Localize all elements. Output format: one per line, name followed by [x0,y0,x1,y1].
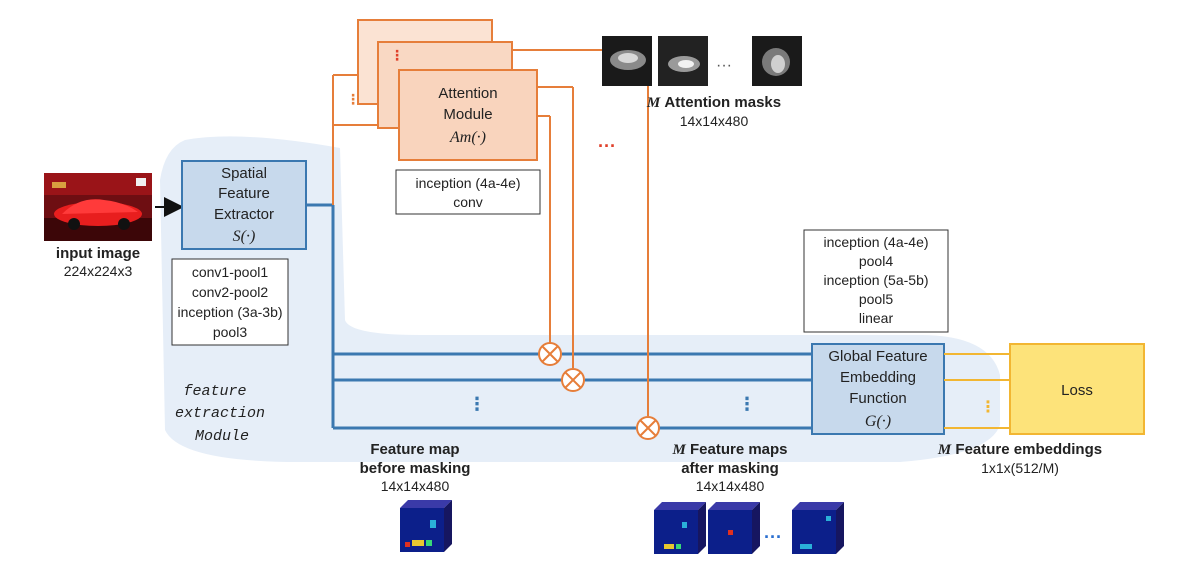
global-embedding-func: G(·) [865,413,891,430]
feature-maps-after-size: 14x14x480 [696,478,765,494]
global-layer-5: linear [859,310,894,326]
multiply-node-2 [561,368,585,392]
loss-box [1009,343,1145,435]
spatial-layer-2: conv2-pool2 [192,284,268,300]
spatial-layer-3: inception (3a-3b) [177,304,282,320]
global-layer-1: inception (4a-4e) [823,234,928,250]
attention-stack-dots: ⋮ [390,47,404,63]
global-embedding-line1: Global Feature [828,348,927,365]
spatial-extractor-line1: Spatial [221,165,267,182]
input-image-label: input image [56,245,140,262]
feature-map-after-ellipsis: ··· [764,527,782,547]
attention-line1: Attention [438,85,497,102]
feature-extraction-module-label-2: extraction [175,405,265,422]
feature-map-before-cube [400,500,452,552]
attention-masks-label: M Attention masks [646,94,781,111]
spatial-extractor-func: S(·) [233,228,256,245]
attention-line2: Module [443,106,492,123]
attention-layer-1: inception (4a-4e) [415,175,520,191]
spatial-layer-4: pool3 [213,324,247,340]
orange-connections [332,49,649,416]
attention-layers-box [395,169,541,215]
blue-dots-right: ⋮ [738,394,756,414]
feature-embeddings-size: 1x1x(512/M) [981,460,1059,476]
feature-maps-after-line1: M Feature maps [671,441,787,458]
spatial-layer-1: conv1-pool1 [192,264,268,280]
blue-connections [306,203,812,430]
loss-label: Loss [1061,382,1093,399]
feature-map-after-cube-3 [792,502,844,554]
feature-map-before-size: 14x14x480 [381,478,450,494]
feature-map-before-line2: before masking [360,460,471,477]
yellow-connections [944,353,1010,429]
attention-module-stack [357,19,538,161]
feature-map-after-cube-1 [654,502,706,554]
feature-map-before-line1: Feature map [370,441,459,458]
attention-mask-ellipsis: ··· [716,57,732,74]
spatial-extractor-line3: Extractor [214,206,274,223]
global-layer-2: pool4 [859,253,893,269]
feature-extraction-module-label-3: Module [195,428,249,445]
global-embedding-box [811,343,945,435]
global-embedding-layers-box [803,229,949,333]
global-layer-4: pool5 [859,291,893,307]
attention-mask-1 [602,36,652,86]
attention-masks-size: 14x14x480 [680,113,749,129]
feature-maps-after-line2: after masking [681,460,779,477]
input-image [44,173,152,241]
feature-extraction-module-label-1: feature [183,383,246,400]
blue-dots-left: ⋮ [468,394,486,414]
yellow-dots: ⋮ [980,399,996,416]
attention-side-dots: ⋮ [346,91,360,107]
feature-embeddings-label: M Feature embeddings [937,441,1102,458]
global-embedding-line3: Function [849,390,907,407]
attention-mask-3 [752,36,802,86]
attention-func: Am(·) [449,129,486,146]
global-embedding-line2: Embedding [840,369,916,386]
spatial-extractor-layers-box [171,258,289,346]
multiply-node-1 [538,342,562,366]
attention-layer-2: conv [453,194,483,210]
global-layer-3: inception (5a-5b) [823,272,928,288]
spatial-feature-extractor-box [181,160,307,250]
spatial-extractor-line2: Feature [218,185,270,202]
attention-mask-2 [658,36,708,86]
input-image-size: 224x224x3 [64,263,133,279]
multiply-node-3 [636,416,660,440]
attention-ellipsis: ··· [598,136,616,156]
feature-map-after-cube-2 [708,502,760,554]
